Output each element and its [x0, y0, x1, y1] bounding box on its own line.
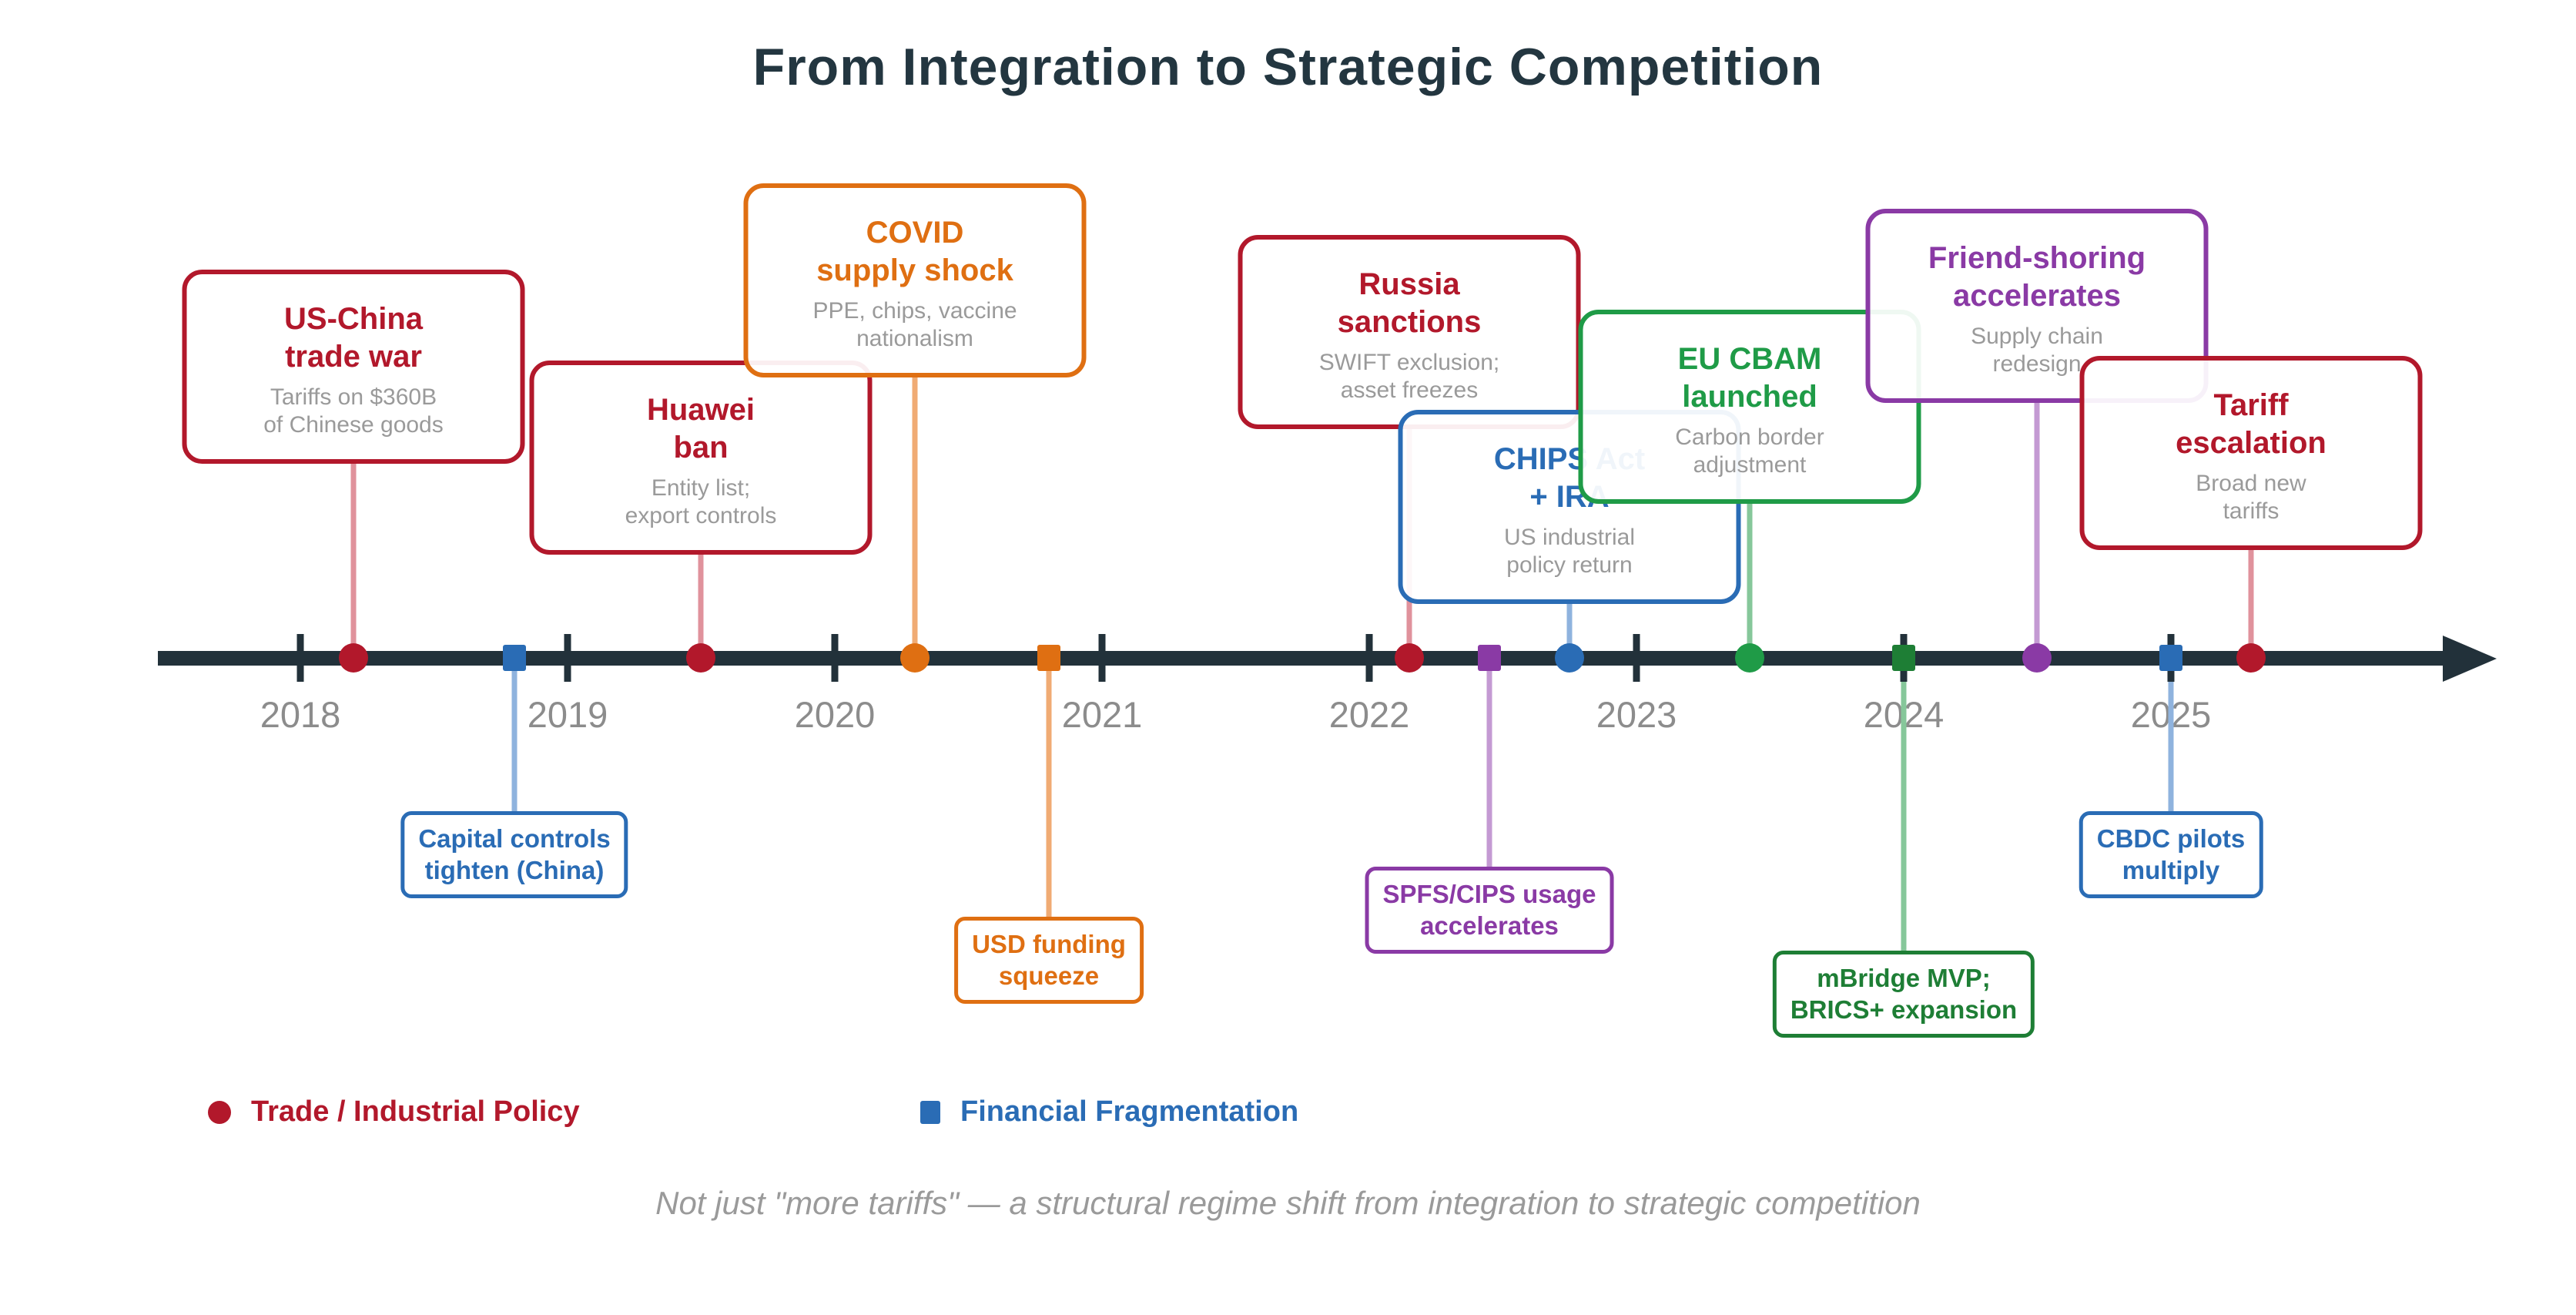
- leader-line-cbdc-pilots: [2168, 658, 2174, 816]
- event-title-huawei-ban: Huawei ban: [646, 393, 755, 465]
- year-label-2021: 2021: [1061, 694, 1143, 735]
- event-title-friend-shoring: Friend-shoring accelerates: [1928, 241, 2146, 313]
- legend-marker-circle-icon: [208, 1100, 231, 1124]
- event-subtitle-huawei-ban: Entity list; export controls: [625, 475, 777, 528]
- event-box-spfs-cips-usage: SPFS/CIPS usage accelerates: [1365, 867, 1614, 954]
- marker-circle-us-china-trade-war: [339, 643, 368, 673]
- year-label-2019: 2019: [527, 694, 608, 735]
- event-box-usd-funding-squeeze: USD funding squeeze: [954, 917, 1144, 1004]
- leader-line-usd-funding-squeeze: [1046, 658, 1052, 921]
- marker-square-capital-controls: [503, 645, 526, 671]
- marker-circle-eu-cbam-launched: [1735, 643, 1764, 673]
- event-subtitle-us-china-trade-war: Tariffs on $360B of Chinese goods: [263, 384, 444, 438]
- marker-circle-friend-shoring: [2022, 643, 2052, 673]
- leader-line-chips-act-ira: [1566, 599, 1573, 658]
- legend-item-trade-industrial-policy: Trade / Industrial Policy: [208, 1095, 580, 1129]
- marker-circle-chips-act-ira: [1555, 643, 1584, 673]
- axis-tick-2019: [564, 634, 571, 682]
- event-title-us-china-trade-war: US-China trade war: [284, 302, 423, 374]
- marker-square-mbridge-brics: [1892, 645, 1915, 671]
- leader-line-tariff-escalation: [2248, 545, 2254, 658]
- year-label-2022: 2022: [1328, 694, 1410, 735]
- marker-circle-huawei-ban: [686, 643, 715, 673]
- event-title-covid-supply-shock: COVID supply shock: [816, 216, 1013, 287]
- leader-line-capital-controls: [511, 658, 518, 816]
- legend-label: Trade / Industrial Policy: [251, 1095, 580, 1128]
- axis-tick-2020: [831, 634, 839, 682]
- marker-square-usd-funding-squeeze: [1037, 645, 1060, 671]
- leader-line-friend-shoring: [2034, 398, 2040, 658]
- leader-line-us-china-trade-war: [350, 459, 357, 658]
- legend-label: Financial Fragmentation: [960, 1095, 1299, 1128]
- leader-line-spfs-cips-usage: [1486, 658, 1492, 871]
- event-title-eu-cbam-launched: EU CBAM launched: [1677, 342, 1822, 414]
- leader-line-covid-supply-shock: [912, 373, 918, 658]
- event-subtitle-covid-supply-shock: PPE, chips, vaccine nationalism: [812, 297, 1017, 351]
- caption: Not just "more tariffs" — a structural r…: [655, 1185, 1921, 1221]
- timeline-arrowhead-icon: [2443, 636, 2497, 682]
- year-label-2023: 2023: [1596, 694, 1677, 735]
- marker-circle-russia-sanctions: [1395, 643, 1424, 673]
- event-subtitle-tariff-escalation: Broad new tariffs: [2196, 470, 2306, 524]
- event-box-mbridge-brics: mBridge MVP; BRICS+ expansion: [1772, 951, 2035, 1038]
- event-subtitle-eu-cbam-launched: Carbon border adjustment: [1675, 424, 1824, 478]
- page-title: From Integration to Strategic Competitio…: [752, 38, 1824, 96]
- event-box-capital-controls: Capital controls tighten (China): [400, 811, 628, 898]
- event-subtitle-friend-shoring: Supply chain redesign: [1971, 323, 2103, 377]
- axis-tick-2022: [1365, 634, 1373, 682]
- event-box-cbdc-pilots: CBDC pilots multiply: [2079, 811, 2263, 898]
- marker-circle-covid-supply-shock: [900, 643, 930, 673]
- marker-square-spfs-cips-usage: [1478, 645, 1501, 671]
- event-title-tariff-escalation: Tariff escalation: [2176, 388, 2326, 460]
- legend-item-financial-fragmentation: Financial Fragmentation: [920, 1095, 1298, 1129]
- marker-square-cbdc-pilots: [2159, 645, 2182, 671]
- leader-line-huawei-ban: [698, 550, 704, 658]
- legend: Trade / Industrial Policy Financial Fragm…: [0, 1095, 2576, 1142]
- event-subtitle-russia-sanctions: SWIFT exclusion; asset freezes: [1318, 349, 1500, 403]
- axis-tick-2021: [1098, 634, 1106, 682]
- year-label-2018: 2018: [260, 694, 341, 735]
- leader-line-eu-cbam-launched: [1747, 499, 1753, 658]
- axis-tick-2023: [1633, 634, 1640, 682]
- event-title-russia-sanctions: Russia sanctions: [1337, 267, 1482, 339]
- timeline-axis: [158, 651, 2449, 666]
- leader-line-mbridge-brics: [1901, 658, 1907, 955]
- year-label-2020: 2020: [794, 694, 876, 735]
- marker-circle-tariff-escalation: [2236, 643, 2266, 673]
- axis-tick-2018: [296, 634, 304, 682]
- legend-marker-square-icon: [920, 1100, 940, 1124]
- event-subtitle-chips-act-ira: US industrial policy return: [1503, 524, 1636, 578]
